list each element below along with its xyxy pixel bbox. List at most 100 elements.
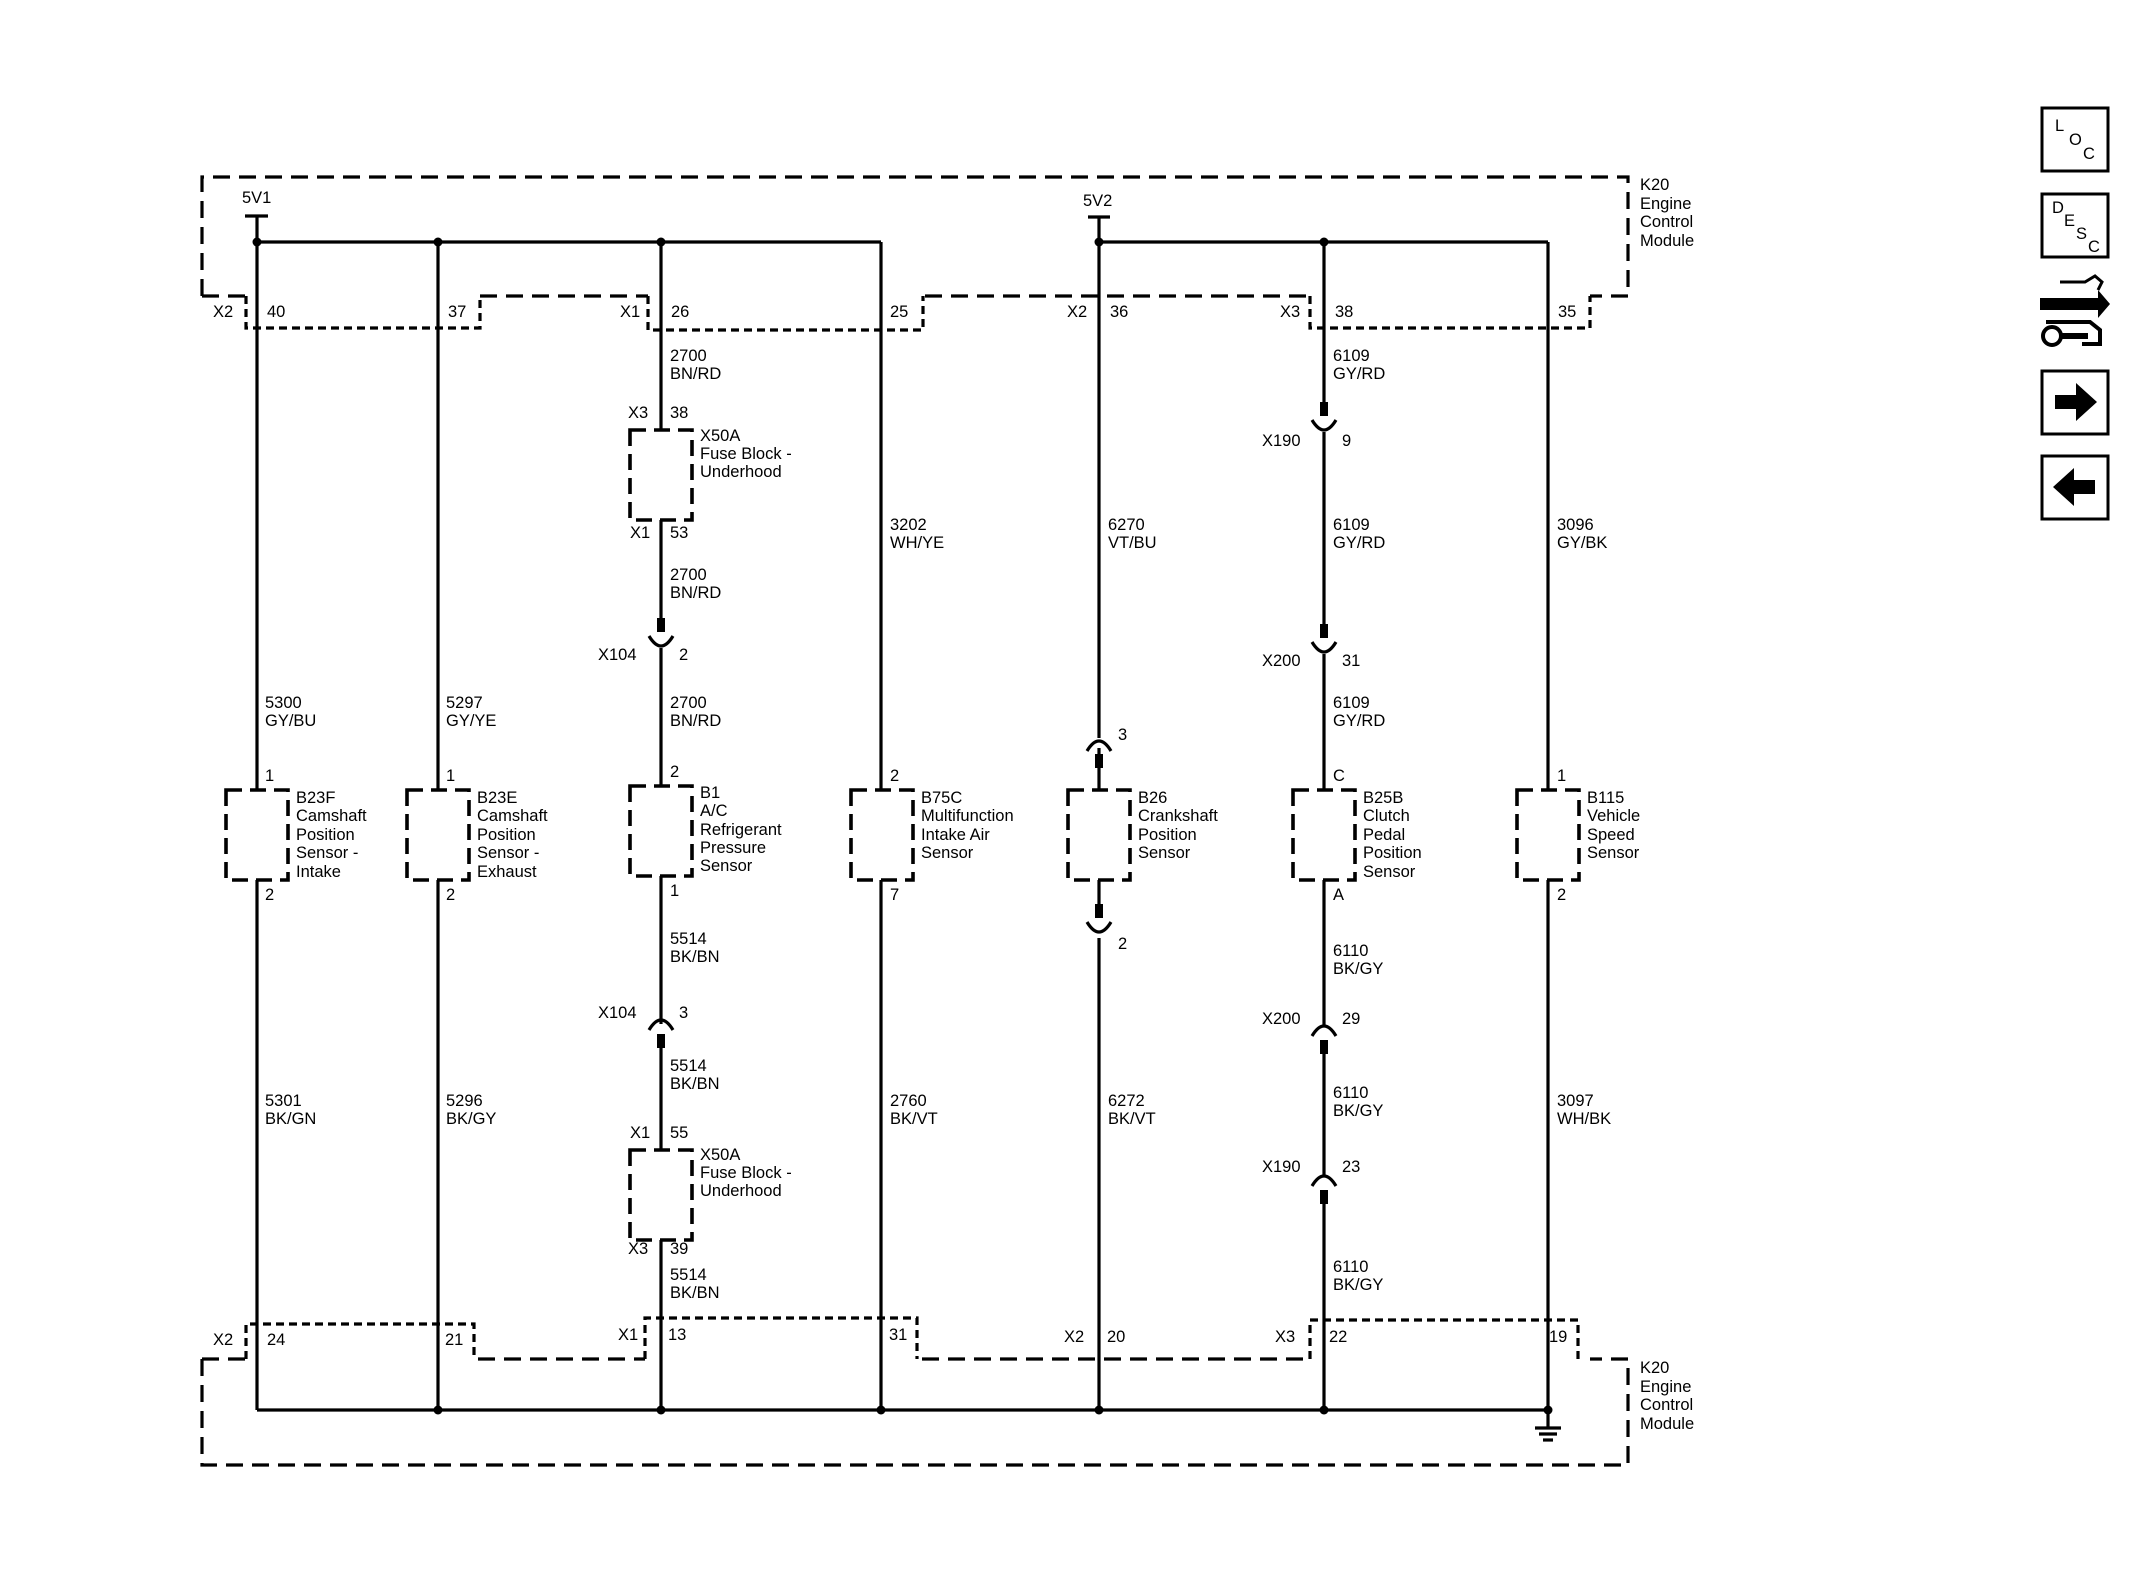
fuse-bot-pin-in: 55 [670, 1124, 688, 1142]
prev-button[interactable] [2040, 454, 2110, 521]
circuit-5300-color: GY/BU [265, 712, 316, 730]
connector-wrench-icon [2040, 274, 2110, 347]
circuit-6272-color: BK/VT [1108, 1110, 1156, 1128]
b26-label-4: Sensor [1138, 844, 1191, 862]
fuse-top-label-3: Underhood [700, 463, 782, 481]
desc-button[interactable]: D E S C [2040, 192, 2110, 259]
fuse-bot-label-2: Fuse Block - [700, 1164, 792, 1182]
b23e-label-4: Sensor - [477, 844, 539, 862]
next-button[interactable] [2040, 369, 2110, 436]
b1-label-4: Pressure [700, 839, 766, 857]
circuit-6270-color: VT/BU [1108, 534, 1157, 552]
b25b-pin-bot: A [1333, 886, 1344, 904]
bottom-conn-x2-pin-21: 21 [445, 1331, 463, 1349]
circuit-5297-num: 5297 [446, 694, 483, 712]
circuit-2760-num: 2760 [890, 1092, 927, 1110]
svg-text:E: E [2064, 212, 2075, 230]
bottom-conn-x1-pin-31: 31 [889, 1326, 907, 1344]
svg-text:D: D [2052, 199, 2064, 217]
b1-label-3: Refrigerant [700, 821, 782, 839]
circuit-5514b-num: 5514 [670, 1057, 707, 1075]
circuit-2700c-color: BN/RD [670, 712, 721, 730]
k20-module-top: K20 Engine Control Module [200, 175, 1694, 298]
module-top-label-1: Engine [1640, 195, 1691, 213]
ground-bus [257, 1405, 1561, 1442]
b115-pin-top: 1 [1557, 767, 1566, 785]
module-top-id: K20 [1640, 176, 1669, 194]
circuit-5301-num: 5301 [265, 1092, 302, 1110]
b23e-pin-bot: 2 [446, 886, 455, 904]
desc-icon: D E S C [2052, 199, 2100, 256]
bottom-conn-x3-name: X3 [1275, 1328, 1295, 1346]
fuse-top-label-2: Fuse Block - [700, 445, 792, 463]
top-conn-x1-pin-25: 25 [890, 303, 908, 321]
inline-x104-2 [647, 618, 675, 648]
b23e-label-2: Camshaft [477, 807, 548, 825]
svg-text:C: C [2083, 145, 2095, 163]
bottom-connectors: X2 24 21 X1 13 31 X2 20 X3 22 19 [213, 1316, 1580, 1359]
branch-b25b: 6109 GY/RD X190 9 6109 GY/RD X200 31 610… [1262, 242, 1422, 1410]
module-top-label-3: Module [1640, 232, 1694, 250]
b25b-label-4: Position [1363, 844, 1422, 862]
connector-service-button[interactable] [2040, 274, 2110, 347]
inline-x200-31 [1310, 624, 1338, 654]
b75c-pin-bot: 7 [890, 886, 899, 904]
fuse-top-pin-out: 53 [670, 524, 688, 542]
fuse-bot-conn-out: X3 [628, 1240, 648, 1258]
circuit-3202-num: 3202 [890, 516, 927, 534]
b25b-label-5: Sensor [1363, 863, 1416, 881]
b23e-label-3: Position [477, 826, 536, 844]
bottom-conn-x2-name: X2 [213, 1331, 233, 1349]
branch-b23f: 5300 GY/BU 1 2 B23F Camshaft Position Se… [224, 242, 367, 1410]
circuit-6272-num: 6272 [1108, 1092, 1145, 1110]
fuse-block-top-box [628, 428, 694, 522]
svg-text:C: C [2088, 238, 2100, 256]
b75c-label-4: Sensor [921, 844, 974, 862]
inline-b26-pin-2 [1085, 904, 1113, 934]
svg-text:L: L [2055, 117, 2064, 135]
circuit-2700b-color: BN/RD [670, 584, 721, 602]
fuse-top-conn-out: X1 [630, 524, 650, 542]
power-feed-5v1-label: 5V1 [242, 189, 271, 207]
loc-button[interactable]: L O C [2040, 106, 2110, 173]
inline-x200-29 [1310, 1024, 1338, 1054]
x190b-name: X190 [1262, 1158, 1301, 1176]
top-conn-x2-pin-37: 37 [448, 303, 466, 321]
module-bottom-label-2: Control [1640, 1396, 1693, 1414]
circuit-2700a-color: BN/RD [670, 365, 721, 383]
b23f-label-1: B23F [296, 789, 335, 807]
k20-module-bottom: K20 Engine Control Module [200, 1357, 1694, 1467]
circuit-6109b-color: GY/RD [1333, 534, 1385, 552]
b1-label-2: A/C [700, 802, 728, 820]
circuit-5297-color: GY/YE [446, 712, 496, 730]
fuse-bot-label-1: X50A [700, 1146, 740, 1164]
circuit-2700b-num: 2700 [670, 566, 707, 584]
circuit-6109b-num: 6109 [1333, 516, 1370, 534]
fuse-bot-pin-out: 39 [670, 1240, 688, 1258]
fuse-bot-label-3: Underhood [700, 1182, 782, 1200]
circuit-5514a-num: 5514 [670, 930, 707, 948]
fuse-top-label-1: X50A [700, 427, 740, 445]
circuit-5296-num: 5296 [446, 1092, 483, 1110]
inline-x190-9 [1310, 402, 1338, 432]
circuit-6110a-num: 6110 [1333, 942, 1368, 960]
b1-label-1: B1 [700, 784, 720, 802]
bottom-conn-x3-pin-19: 19 [1549, 1328, 1567, 1346]
b23f-pin-top: 1 [265, 767, 274, 785]
b26-bot-pin: 2 [1118, 935, 1127, 953]
module-bottom-id: K20 [1640, 1359, 1669, 1377]
loc-icon: L O C [2055, 117, 2095, 163]
bottom-conn-x2-pin-24: 24 [267, 1331, 285, 1349]
b23f-label-4: Sensor - [296, 844, 358, 862]
circuit-2700a-num: 2700 [670, 347, 707, 365]
b23e-pin-top: 1 [446, 767, 455, 785]
b1-pin-bot: 1 [670, 882, 679, 900]
top-conn-x2b-name: X2 [1067, 303, 1087, 321]
ground-icon [1535, 1410, 1561, 1442]
circuit-6110a-color: BK/GY [1333, 960, 1383, 978]
circuit-6109a-color: GY/RD [1333, 365, 1385, 383]
bottom-conn-x2b-pin-20: 20 [1107, 1328, 1125, 1346]
circuit-3097-color: WH/BK [1557, 1110, 1611, 1128]
circuit-3097-num: 3097 [1557, 1092, 1594, 1110]
power-feed-5v2-label: 5V2 [1083, 192, 1112, 210]
